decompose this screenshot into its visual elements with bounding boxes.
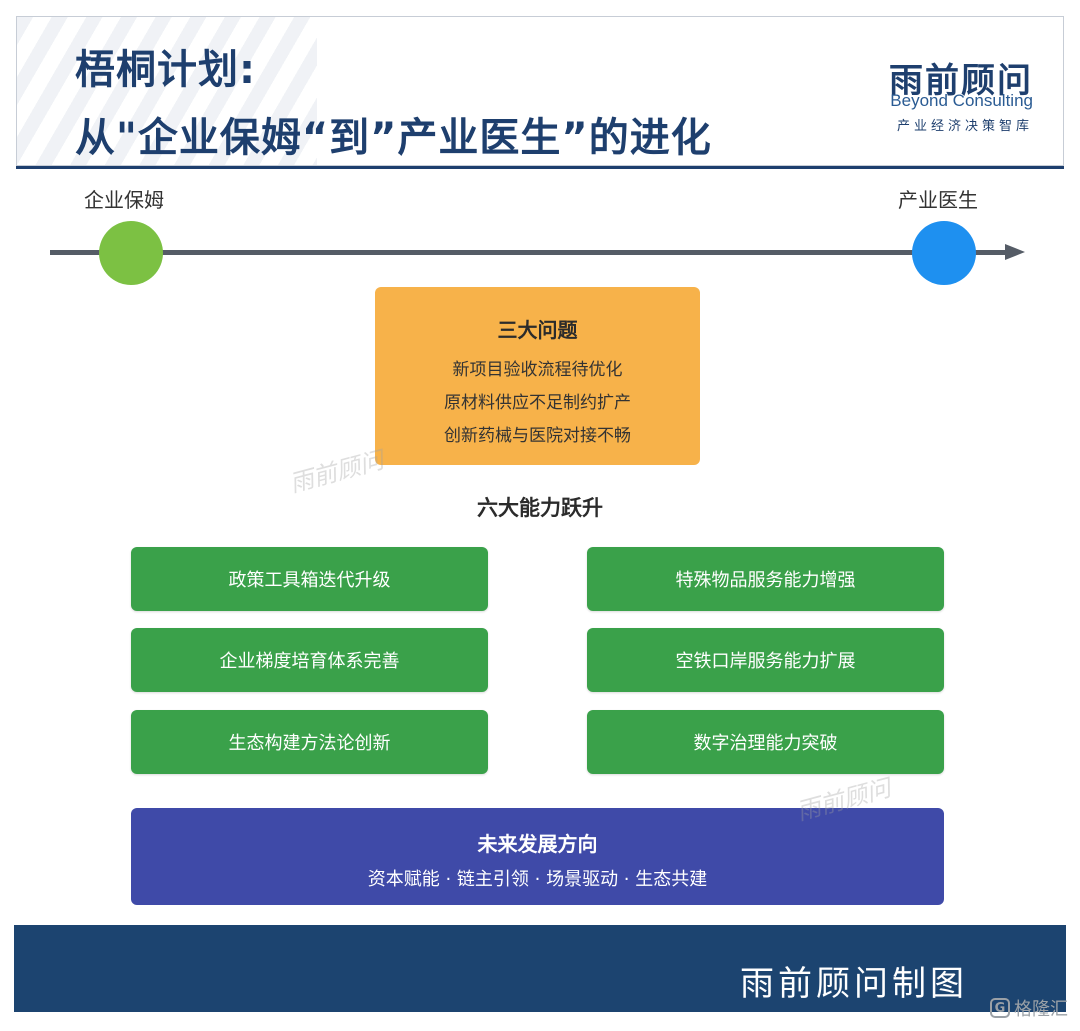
capabilities-title: 六大能力跃升 — [477, 496, 603, 520]
capability-box: 特殊物品服务能力增强 — [587, 547, 944, 611]
problem-item: 新项目验收流程待优化 — [452, 360, 623, 380]
capability-box: 政策工具箱迭代升级 — [131, 547, 488, 611]
watermark-text: 雨前顾问 — [286, 445, 387, 498]
footer-banner — [14, 925, 1066, 1012]
timeline-end-dot — [912, 221, 976, 285]
future-title: 未来发展方向 — [477, 832, 598, 856]
timeline-axis — [50, 250, 1010, 255]
logo-chinese-name: 雨前顾问 — [889, 61, 1033, 101]
footer-credit: 雨前顾问制图 — [740, 964, 968, 1004]
title-line-2: 从"企业保姆“到”产业医生”的进化 — [75, 115, 712, 161]
capability-box: 空铁口岸服务能力扩展 — [587, 628, 944, 692]
header-banner: 梧桐计划: 从"企业保姆“到”产业医生”的进化 雨前顾问 Beyond Cons… — [16, 16, 1064, 166]
future-subtitle: 资本赋能 · 链主引领 · 场景驱动 · 生态共建 — [367, 869, 708, 890]
problems-box: 三大问题 新项目验收流程待优化 原材料供应不足制约扩产 创新药械与医院对接不畅 — [375, 287, 700, 465]
capability-box: 企业梯度培育体系完善 — [131, 628, 488, 692]
corner-logo-text: 格隆汇 — [1014, 999, 1068, 1020]
timeline-arrowhead — [1005, 244, 1025, 260]
title-line-1: 梧桐计划: — [75, 47, 256, 93]
g-logo-icon: G — [990, 998, 1010, 1018]
logo-english-name: Beyond Consulting — [890, 91, 1033, 110]
capability-box: 数字治理能力突破 — [587, 710, 944, 774]
logo-tagline: 产业经济决策智库 — [896, 119, 1033, 134]
capability-box: 生态构建方法论创新 — [131, 710, 488, 774]
timeline-end-label: 产业医生 — [898, 188, 978, 212]
corner-source-logo: G 格隆汇 — [990, 995, 1068, 1021]
header-stripes — [17, 17, 317, 165]
problem-item: 原材料供应不足制约扩产 — [444, 393, 631, 413]
header-divider — [16, 166, 1064, 169]
problem-item: 创新药械与医院对接不畅 — [444, 426, 631, 446]
problems-title: 三大问题 — [497, 318, 578, 342]
future-direction-box: 未来发展方向 资本赋能 · 链主引领 · 场景驱动 · 生态共建 — [131, 808, 944, 905]
timeline-start-dot — [99, 221, 163, 285]
timeline-start-label: 企业保姆 — [84, 188, 164, 212]
